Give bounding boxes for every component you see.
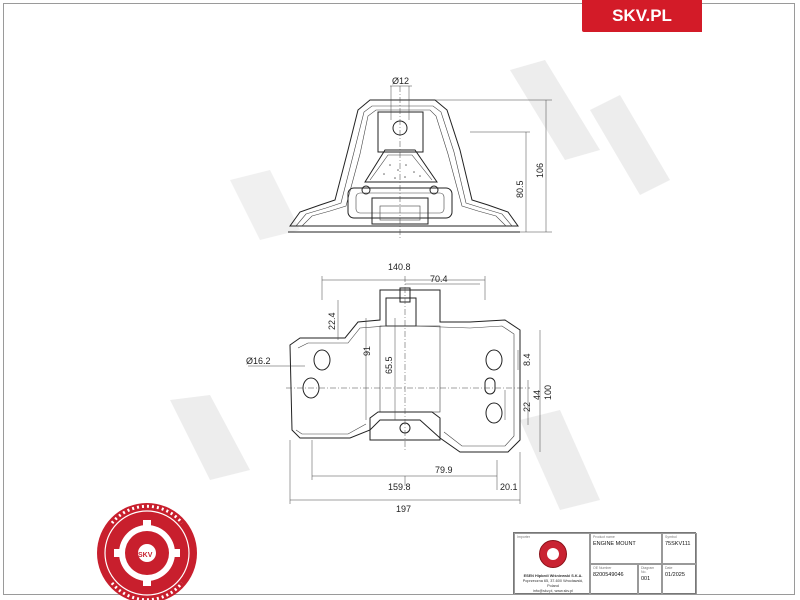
dim-hole-dia: Ø12	[392, 76, 409, 86]
dim-bottom-197: 197	[396, 504, 411, 514]
tb-oe-label: OE Number	[593, 566, 612, 570]
dim-right-44: 44	[532, 390, 542, 400]
dim-right-84: 8.4	[522, 353, 532, 366]
tb-date: Date 01/2025	[662, 564, 697, 595]
tb-symbol-label: Symbol	[665, 535, 677, 539]
tb-oe: OE Number 8200549046	[590, 564, 638, 595]
dim-right-100: 100	[543, 385, 553, 400]
tb-symbol-value: 75SKV111	[665, 541, 691, 547]
tb-diagram-label: Diagram No.	[641, 566, 655, 574]
brand-badge[interactable]: SKV.PL	[582, 0, 702, 32]
dim-bottom-1598: 159.8	[388, 482, 411, 492]
drawing-frame	[3, 3, 795, 595]
tb-address-2: Poprzeczna 65, 37-600 Wrocławski, Poland	[522, 579, 584, 588]
dim-bottom-799: 79.9	[435, 465, 453, 475]
dim-right-22: 22	[522, 402, 532, 412]
dim-height-total: 106	[535, 163, 545, 178]
tb-date-value: 01/2025	[665, 572, 685, 578]
tb-diagram: Diagram No. 001	[638, 564, 662, 595]
dim-width-mid: 70.4	[430, 274, 448, 284]
watermark	[170, 60, 670, 510]
tb-product-name: ENGINE MOUNT	[593, 541, 636, 547]
tb-address-3: info@skv.pl, www.skv.pl	[532, 589, 573, 593]
dim-height-mid: 80.5	[515, 180, 525, 198]
dim-width-top: 140.8	[388, 262, 411, 272]
dim-center-91: 91	[362, 346, 372, 356]
bottom-view	[248, 276, 541, 504]
title-block: Importer ESEN Hipkedi Wiśniewski S.K.A. …	[513, 532, 697, 595]
dim-bottom-201: 20.1	[500, 482, 518, 492]
tb-symbol: Symbol 75SKV111	[662, 533, 697, 564]
tb-importer: Importer ESEN Hipkedi Wiśniewski S.K.A. …	[514, 533, 590, 595]
top-view	[288, 85, 552, 240]
dim-center-655: 65.5	[384, 356, 394, 374]
dim-left-height: 22.4	[327, 312, 337, 330]
tb-oe-number: 8200549046	[593, 572, 624, 578]
dim-hole-left: Ø16.2	[246, 356, 271, 366]
tb-address-1: ESEN Hipkedi Wiśniewski S.K.A.	[523, 574, 583, 578]
tb-product-label: Product name	[593, 535, 615, 539]
tb-diagram-no: 001	[641, 576, 651, 582]
tb-product: Product name ENGINE MOUNT	[590, 533, 662, 564]
tb-importer-label: Importer	[517, 535, 531, 539]
tb-date-label: Date	[665, 566, 673, 570]
tb-address: ESEN Hipkedi Wiśniewski S.K.A. Poprzeczn…	[517, 574, 589, 594]
seal-center-text: SKV	[138, 552, 153, 559]
importer-logo	[539, 540, 567, 568]
quality-seal	[97, 503, 197, 600]
